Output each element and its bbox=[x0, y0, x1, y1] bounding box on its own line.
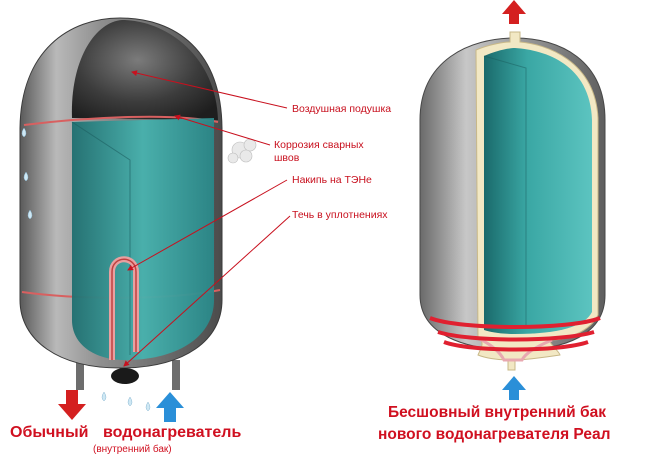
cold-water-in-arrow bbox=[156, 392, 184, 422]
right-leg bbox=[172, 360, 180, 390]
water-cutaway bbox=[72, 118, 214, 360]
label-weld-corrosion-line2: швов bbox=[274, 152, 300, 164]
sealing-rings bbox=[429, 316, 601, 352]
label-seal-leak: Течь в уплотнениях bbox=[292, 209, 388, 221]
left-leg bbox=[76, 360, 84, 390]
hot-water-out-arrow bbox=[58, 390, 86, 420]
left-caption-word2: водонагреватель bbox=[103, 424, 242, 441]
inner-water-cavity bbox=[484, 48, 592, 334]
leak-droplets bbox=[21, 127, 151, 412]
corrosion-spot bbox=[227, 138, 257, 164]
left-caption-word1: Обычный bbox=[10, 424, 89, 441]
label-air-cushion: Воздушная подушка bbox=[292, 103, 392, 115]
right-caption-line2: нового водонагревателя Реал bbox=[378, 426, 611, 443]
label-weld-corrosion-line1: Коррозия сварных bbox=[274, 139, 364, 151]
hot-water-out-arrow-right bbox=[502, 0, 526, 24]
label-scale-on-heater: Накипь на ТЭНе bbox=[292, 174, 372, 186]
air-cushion-dome bbox=[71, 20, 218, 120]
seamless-tank-illustration bbox=[419, 0, 606, 400]
left-caption-subtitle: (внутренний бак) bbox=[93, 444, 172, 455]
cold-water-in-arrow-right bbox=[502, 376, 526, 400]
conventional-heater-illustration bbox=[19, 17, 291, 422]
heater-flange bbox=[111, 368, 139, 384]
right-caption-line1: Бесшовный внутренний бак bbox=[388, 404, 606, 421]
